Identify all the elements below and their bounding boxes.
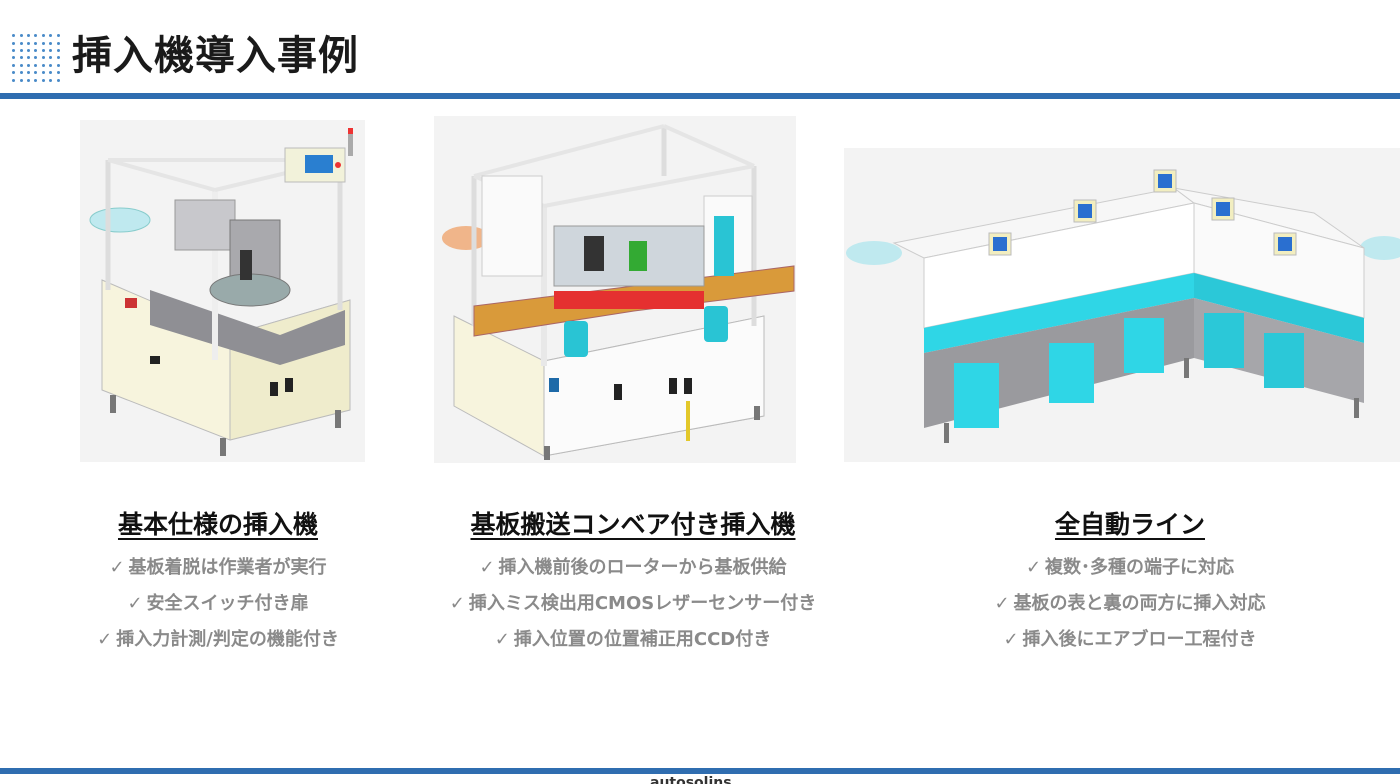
dot: [56, 49, 60, 53]
header-dots-decoration: [10, 32, 62, 84]
feature-list: ✓基板着脱は作業者が実行 ✓安全スイッチ付き扉 ✓挿入力計測/判定の機能付き: [68, 550, 368, 658]
dot: [41, 78, 45, 82]
feature-item: ✓挿入後にエアブロー工程付き: [1003, 629, 1257, 650]
dot: [34, 41, 38, 45]
feature-list: ✓複数･多種の端子に対応 ✓基板の表と裏の両方に挿入対応 ✓挿入後にエアブロー工…: [960, 550, 1300, 658]
check-icon: ✓: [97, 629, 113, 650]
dot: [27, 78, 31, 82]
dot: [49, 71, 53, 75]
footer-divider: [0, 768, 1400, 774]
check-icon: ✓: [1003, 629, 1019, 650]
dot: [56, 34, 60, 38]
dot: [12, 63, 16, 67]
check-icon: ✓: [109, 557, 125, 578]
feature-item: ✓挿入機前後のローターから基板供給: [479, 557, 787, 578]
dot: [34, 56, 38, 60]
feature-item: ✓基板の表と裏の両方に挿入対応: [994, 593, 1266, 614]
footer-logo: autosolins: [650, 776, 732, 784]
dot: [19, 63, 23, 67]
header-divider: [0, 93, 1400, 99]
feature-item: ✓安全スイッチ付き扉: [127, 593, 309, 614]
dot: [12, 49, 16, 53]
dot: [34, 49, 38, 53]
dot: [27, 49, 31, 53]
check-icon: ✓: [127, 593, 143, 614]
dot: [12, 56, 16, 60]
dot: [27, 56, 31, 60]
dot: [34, 34, 38, 38]
dot: [12, 71, 16, 75]
check-icon: ✓: [1025, 557, 1042, 578]
case-conveyor: 基板搬送コンベア付き挿入機 ✓挿入機前後のローターから基板供給 ✓挿入ミス検出用…: [428, 506, 838, 658]
dot: [56, 56, 60, 60]
feature-item: ✓基板着脱は作業者が実行: [109, 557, 327, 578]
dot: [41, 63, 45, 67]
dot: [27, 41, 31, 45]
dot: [19, 41, 23, 45]
case-heading: 全自動ライン: [1054, 510, 1205, 539]
check-icon: ✓: [994, 593, 1010, 614]
dot: [27, 71, 31, 75]
dot: [19, 34, 23, 38]
check-icon: ✓: [494, 629, 510, 650]
page-title: 挿入機導入事例: [72, 33, 359, 79]
dot: [12, 34, 16, 38]
dot: [34, 78, 38, 82]
dot: [34, 71, 38, 75]
dot: [49, 41, 53, 45]
dot: [12, 41, 16, 45]
case-heading: 基板搬送コンベア付き挿入機: [470, 510, 796, 539]
dot: [56, 71, 60, 75]
dot: [56, 63, 60, 67]
dot: [19, 71, 23, 75]
dot: [27, 63, 31, 67]
feature-item: ✓挿入ミス検出用CMOSレザーセンサー付き: [449, 593, 817, 614]
machine-image-auto-line: [844, 148, 1400, 462]
dot: [41, 71, 45, 75]
dot: [56, 41, 60, 45]
check-icon: ✓: [479, 557, 495, 578]
dot: [41, 41, 45, 45]
feature-item: ✓複数･多種の端子に対応: [1025, 557, 1235, 578]
dot: [56, 78, 60, 82]
dot: [19, 78, 23, 82]
case-heading: 基本仕様の挿入機: [117, 510, 318, 539]
feature-list: ✓挿入機前後のローターから基板供給 ✓挿入ミス検出用CMOSレザーセンサー付き …: [428, 550, 838, 658]
case-auto-line: 全自動ライン ✓複数･多種の端子に対応 ✓基板の表と裏の両方に挿入対応 ✓挿入後…: [960, 506, 1300, 658]
dot: [49, 56, 53, 60]
machine-image-basic: [80, 120, 365, 462]
check-icon: ✓: [449, 593, 465, 614]
dot: [19, 56, 23, 60]
dot: [49, 78, 53, 82]
feature-item: ✓挿入位置の位置補正用CCD付き: [494, 629, 772, 650]
machine-image-conveyor: [434, 116, 796, 463]
dot: [34, 63, 38, 67]
case-basic: 基本仕様の挿入機 ✓基板着脱は作業者が実行 ✓安全スイッチ付き扉 ✓挿入力計測/…: [68, 506, 368, 658]
dot: [27, 34, 31, 38]
feature-item: ✓挿入力計測/判定の機能付き: [97, 629, 339, 650]
dot: [41, 49, 45, 53]
dot: [49, 63, 53, 67]
dot: [41, 56, 45, 60]
dot: [19, 49, 23, 53]
dot: [12, 78, 16, 82]
dot: [49, 49, 53, 53]
dot: [49, 34, 53, 38]
dot: [41, 34, 45, 38]
